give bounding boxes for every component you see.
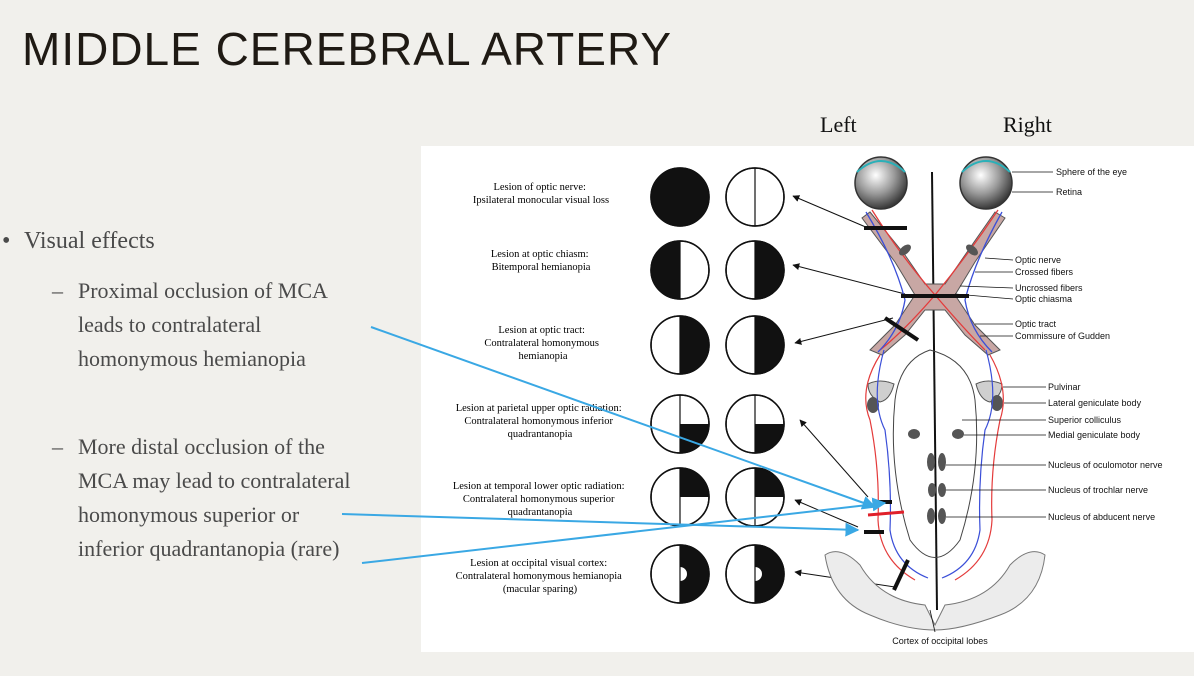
occipital-cortex: [824, 551, 1046, 631]
label-cortex: Cortex of occipital lobes: [892, 636, 988, 646]
label-retina: Retina: [1056, 187, 1082, 197]
visual-field-left: [650, 544, 710, 604]
lesion-label-line: (macular sparing): [503, 584, 578, 595]
visual-field-left: [650, 394, 710, 454]
lesion-label-chiasm: Lesion at optic chiasm: Bitemporal hemia…: [491, 249, 591, 273]
lesion-label-parietal: Lesion at parietal upper optic radiation…: [456, 403, 625, 440]
bullet-text: Visual effects: [24, 228, 155, 254]
label-superior-colliculus: Superior colliculus: [1048, 415, 1122, 425]
pointer-arrow: [792, 195, 869, 229]
visual-pathway-diagram: Lesion of optic nerve: Ipsilateral monoc…: [453, 156, 1163, 646]
slide-title: MIDDLE CEREBRAL ARTERY: [22, 23, 673, 75]
sub-bullet-line: More distal occlusion of the: [78, 434, 325, 459]
anatomy-labels: Sphere of the eye Retina Optic nerve Cro…: [892, 167, 1162, 646]
mca-lesion-mark: [867, 510, 905, 517]
label-optic-nerve: Optic nerve: [1015, 255, 1061, 265]
visual-field-left: [650, 315, 710, 375]
sub-bullet-line: Proximal occlusion of MCA: [78, 278, 328, 303]
sub-bullet-line: MCA may lead to contralateral: [78, 468, 351, 493]
lesion-label-line: Contralateral homonymous inferior: [464, 416, 613, 427]
bullet-dot: •: [2, 228, 11, 254]
sub-bullet-line: inferior quadrantanopia (rare): [78, 536, 340, 561]
lesion-label-line: Ipsilateral monocular visual loss: [473, 195, 609, 206]
visual-field-left: [650, 240, 710, 300]
label-mgb: Medial geniculate body: [1048, 430, 1141, 440]
left-eye: [854, 156, 908, 210]
lesion-label-line: quadrantanopia: [508, 507, 573, 518]
pointer-arrow: [792, 263, 906, 295]
visual-field-right: [725, 315, 785, 375]
label-sphere: Sphere of the eye: [1056, 167, 1127, 177]
pointer-arrow: [794, 317, 894, 345]
side-headings: Left Right: [0, 112, 1194, 146]
visual-field-right: [725, 544, 785, 604]
lesion-label-line: Contralateral homonymous: [484, 338, 599, 349]
visual-field-right: [725, 167, 785, 227]
bullet-visual-effects: • Visual effects: [2, 228, 402, 255]
visual-field-right: [725, 467, 785, 527]
label-optic-chiasma: Optic chiasma: [1015, 294, 1072, 304]
label-trochlar: Nucleus of trochlar nerve: [1048, 485, 1148, 495]
sub-bullet-line: leads to contralateral: [78, 312, 262, 337]
lesion-label-line: Bitemporal hemianopia: [492, 262, 591, 273]
left-heading: Left: [820, 112, 857, 137]
label-optic-tract: Optic tract: [1015, 319, 1057, 329]
label-uncrossed-fibers: Uncrossed fibers: [1015, 283, 1083, 293]
lesion-label-line: Lesion at occipital visual cortex:: [470, 558, 607, 569]
pointer-arrow: [799, 419, 869, 498]
visual-field-left: [650, 467, 710, 527]
label-abducent: Nucleus of abducent nerve: [1048, 512, 1155, 522]
label-leaders: [929, 171, 1053, 633]
pointer-arrow: [794, 499, 859, 528]
label-crossed-fibers: Crossed fibers: [1015, 267, 1074, 277]
dash-marker: –: [52, 278, 63, 303]
lesion-label-line: Lesion at optic tract:: [498, 325, 585, 336]
lesion-label-line: Contralateral homonymous hemianopia: [456, 571, 623, 582]
visual-field-right: [725, 394, 785, 454]
visual-field-left: [650, 167, 710, 227]
lesion-bar-optic-tract: [883, 316, 920, 342]
lesion-bar-occipital: [892, 559, 910, 591]
lesion-label-optic-nerve: Lesion of optic nerve: Ipsilateral monoc…: [473, 182, 609, 206]
visual-field-circles: [650, 167, 785, 604]
lesion-label-line: Lesion at temporal lower optic radiation…: [453, 481, 625, 492]
lesion-label-line: Lesion at optic chiasm:: [491, 249, 589, 260]
lesion-label-line: Lesion of optic nerve:: [493, 182, 586, 193]
dash-marker: –: [52, 434, 63, 459]
sub-bullet-line: homonymous hemianopia: [78, 346, 306, 371]
lesion-label-line: quadrantanopia: [508, 429, 573, 440]
sub-bullet-line: homonymous superior or: [78, 502, 300, 527]
label-pulvinar: Pulvinar: [1048, 382, 1081, 392]
lesion-label-line: Lesion at parietal upper optic radiation…: [456, 403, 622, 414]
visual-field-right: [725, 240, 785, 300]
midline: [931, 171, 938, 611]
lesion-label-temporal: Lesion at temporal lower optic radiation…: [453, 481, 627, 518]
right-eye: [959, 156, 1013, 210]
right-heading: Right: [1003, 112, 1052, 137]
lesion-label-line: Contralateral homonymous superior: [463, 494, 615, 505]
lesion-label-occipital: Lesion at occipital visual cortex: Contr…: [456, 558, 625, 595]
visual-pathway-figure: Lesion of optic nerve: Ipsilateral monoc…: [421, 146, 1194, 652]
label-lgb: Lateral geniculate body: [1048, 398, 1142, 408]
lesion-label-optic-tract: Lesion at optic tract: Contralateral hom…: [484, 325, 601, 362]
lesion-label-line: hemianopia: [519, 351, 568, 362]
label-oculomotor: Nucleus of oculomotor nerve: [1048, 460, 1163, 470]
label-gudden: Commissure of Gudden: [1015, 331, 1110, 341]
